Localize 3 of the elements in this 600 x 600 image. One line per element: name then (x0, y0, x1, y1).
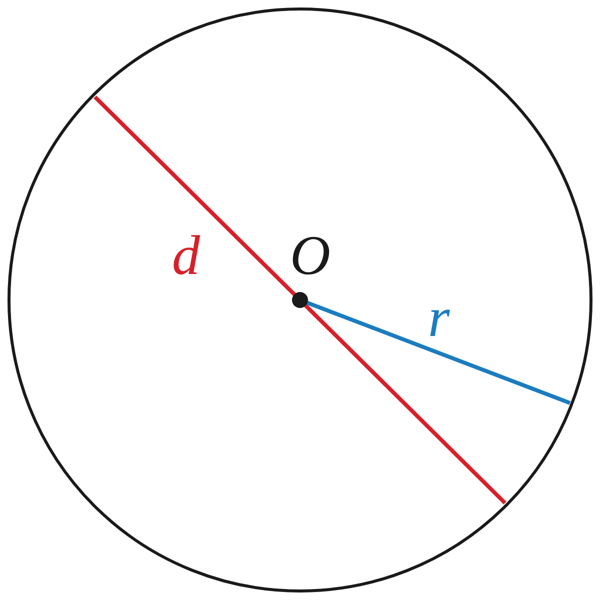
diameter-label: d (172, 228, 200, 284)
radius-label: r (428, 290, 450, 346)
center-label: O (290, 228, 330, 284)
